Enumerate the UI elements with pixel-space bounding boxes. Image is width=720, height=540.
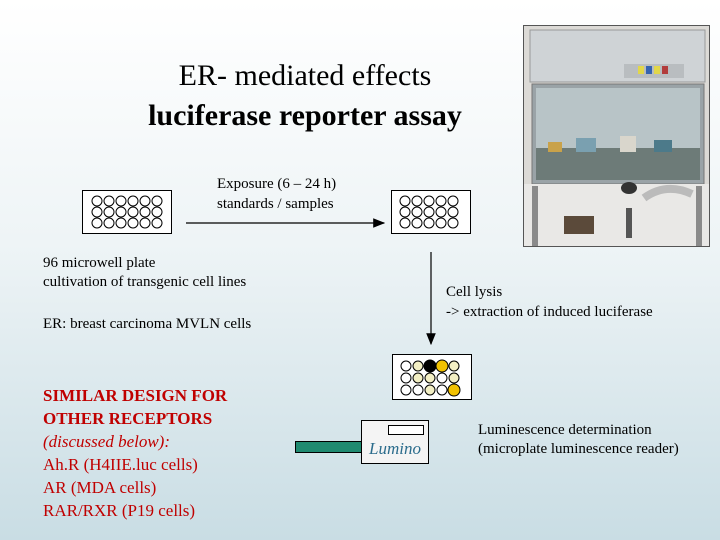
receptor-rar: RAR/RXR (P19 cells) — [43, 501, 196, 520]
lysis-line1: Cell lysis — [446, 284, 503, 300]
luminescence-line2: (microplate luminescence reader) — [478, 441, 679, 457]
er-line: ER: breast carcinoma MVLN cells — [43, 316, 252, 332]
similar-line2: OTHER RECEPTORS — [43, 409, 213, 428]
plate-desc-line2: cultivation of transgenic cell lines — [43, 274, 247, 290]
similar-line1: SIMILAR DESIGN FOR — [43, 386, 228, 405]
exposure-line1: Exposure (6 – 24 h) — [217, 176, 337, 192]
luminometer-icon — [361, 420, 429, 464]
luminometer-slot — [388, 425, 424, 435]
lumino-label: Lumino — [369, 439, 421, 458]
luminometer-bar — [295, 441, 369, 453]
laminar-flow-hood-photo — [523, 25, 710, 247]
plate-desc-line1: 96 microwell plate — [43, 255, 156, 271]
title-line2: luciferase reporter assay — [148, 99, 462, 132]
microwell-plate-icon-lysed — [392, 354, 472, 400]
microwell-plate-icon-left — [82, 190, 172, 234]
receptor-ar: AR (MDA cells) — [43, 478, 157, 497]
title-line1: ER- mediated effects — [178, 59, 432, 92]
microwell-plate-icon-right — [391, 190, 471, 234]
lysis-line2: -> extraction of induced luciferase — [446, 304, 653, 320]
luminescence-line1: Luminescence determination — [478, 422, 652, 438]
receptor-ahr: Ah.R (H4IIE.luc cells) — [43, 455, 198, 474]
similar-line3: (discussed below): — [43, 432, 171, 451]
exposure-line2: standards / samples — [217, 196, 334, 212]
similar-design-block: SIMILAR DESIGN FOR OTHER RECEPTORS (disc… — [43, 384, 227, 522]
